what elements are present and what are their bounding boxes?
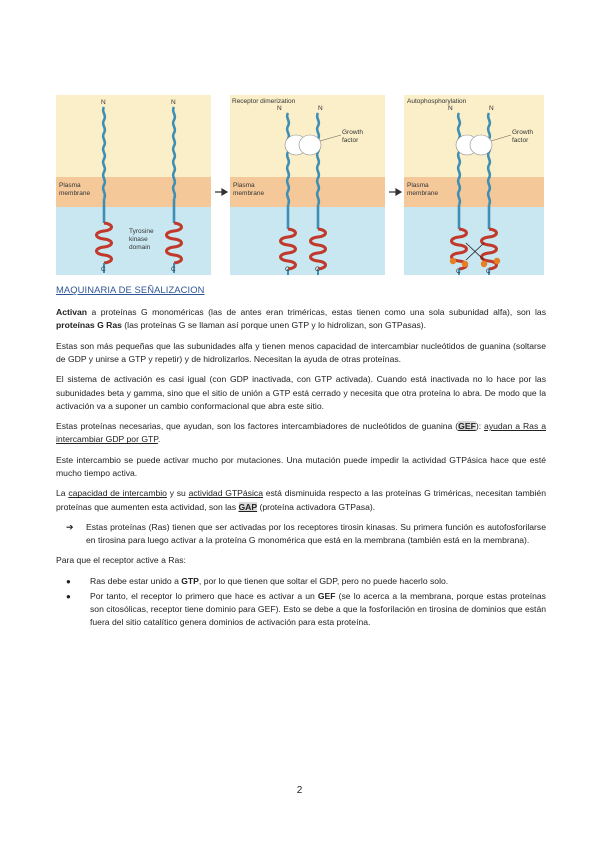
bold-term: GEF: [317, 590, 336, 601]
c-terminus-label: C: [285, 266, 290, 273]
n-terminus-label: N: [277, 105, 282, 112]
phosphate-icon: [461, 260, 469, 268]
paragraph-text: La: [56, 488, 69, 499]
panel-receptor-dimerization: Receptor dimerization N N Growth factor …: [230, 95, 385, 275]
paragraph-activan: Activan a proteínas G monoméricas (las d…: [56, 306, 546, 332]
paragraph-text: , por lo que tienen que soltar el GDP, p…: [198, 575, 449, 586]
paragraph-text: a proteínas G monoméricas (las de antes …: [87, 307, 546, 318]
paragraph-intro-list: Para que el receptor active a Ras:: [56, 555, 186, 566]
kinase-domain-label: Tyrosine: [129, 228, 154, 235]
paragraph-text: Estas proteínas necesarias, que ayudan, …: [56, 421, 459, 432]
list-item: ● Por tanto, el receptor lo primero que …: [56, 590, 546, 630]
n-terminus-label: N: [448, 105, 453, 112]
paragraph-text: (proteína activadora GTPasa).: [257, 501, 376, 512]
paragraph-text: (las proteínas G se llaman así porque un…: [121, 320, 427, 331]
c-terminus-label: C: [101, 266, 106, 273]
bold-term: GAP: [238, 501, 258, 512]
paragraph-text: .: [157, 434, 161, 445]
plasma-membrane-label: membrane: [59, 190, 90, 197]
section-heading: MAQUINARIA DE SEÑALIZACION: [56, 284, 205, 295]
paragraph-text: Ras debe estar unido a: [90, 575, 182, 586]
panel-inactive-receptors: N N Plasma membrane Tyrosine kinase doma…: [56, 95, 211, 275]
n-terminus-label: N: [101, 99, 106, 106]
phosphate-icon: [449, 257, 457, 265]
document-body: MAQUINARIA DE SEÑALIZACION Activan a pro…: [56, 283, 546, 632]
phosphate-icon: [480, 260, 488, 268]
c-terminus-label: C: [456, 268, 461, 275]
paragraph-text: ):: [475, 421, 485, 432]
bullet-list: ● Ras debe estar unido a GTP, por lo que…: [56, 575, 546, 630]
paragraph-activation-system: El sistema de activación es casi igual (…: [56, 374, 546, 411]
kinase-domain-label: kinase: [129, 236, 148, 243]
paragraph-gap: La capacidad de intercambio y su activid…: [56, 487, 546, 513]
n-terminus-label: N: [489, 105, 494, 112]
kinase-domain-label: domain: [129, 244, 151, 251]
plasma-membrane-label: Plasma: [233, 182, 255, 189]
transition-arrow-icon: [389, 187, 403, 197]
plasma-membrane-label: membrane: [407, 190, 438, 197]
underlined-text: actividad GTPásica: [188, 488, 263, 499]
panel-title: Autophosphorylation: [407, 98, 467, 105]
growth-factor-label: Growth: [342, 129, 363, 136]
bold-term: Activan: [56, 307, 88, 318]
list-item-text: Por tanto, el receptor lo primero que ha…: [90, 590, 546, 630]
phosphate-icon: [493, 257, 501, 265]
paragraph-mutation: Este intercambio se puede activar mucho …: [56, 454, 546, 478]
bold-term: proteínas G Ras: [56, 320, 122, 331]
panel-title: Receptor dimerization: [232, 98, 296, 105]
list-item-text: Estas proteínas (Ras) tienen que ser act…: [86, 521, 546, 546]
plasma-membrane-label: Plasma: [59, 182, 81, 189]
paragraph-text: está disminuida respecto a las proteínas…: [56, 488, 546, 512]
c-terminus-label: C: [315, 266, 320, 273]
c-terminus-label: C: [171, 266, 176, 273]
paragraph-text: y su: [166, 488, 189, 499]
paragraph-size: Estas son más pequeñas que las subunidad…: [56, 340, 546, 364]
bullet-icon: ●: [66, 576, 71, 586]
n-terminus-label: N: [318, 105, 323, 112]
bullet-icon: ●: [66, 591, 71, 601]
arrow-list-item: ➔ Estas proteínas (Ras) tienen que ser a…: [56, 521, 546, 547]
list-item-text: Ras debe estar unido a GTP, por lo que t…: [90, 575, 546, 588]
bold-term: GTP: [181, 575, 199, 586]
paragraph-text: (se lo acerca a la membrana, porque esta…: [90, 590, 546, 628]
list-item: ● Ras debe estar unido a GTP, por lo que…: [56, 575, 546, 588]
growth-factor-label: factor: [512, 137, 529, 144]
paragraph-text: Por tanto, el receptor lo primero que ha…: [90, 590, 318, 601]
receptor-dimerization-figure: N N Plasma membrane Tyrosine kinase doma…: [56, 95, 544, 275]
plasma-membrane-label: Plasma: [407, 182, 429, 189]
underlined-text: capacidad de intercambio: [68, 488, 167, 499]
n-terminus-label: N: [171, 99, 176, 106]
arrow-right-icon: ➔: [66, 521, 74, 532]
c-terminus-label: C: [486, 268, 491, 275]
growth-factor-label: factor: [342, 137, 359, 144]
paragraph-gef: Estas proteínas necesarias, que ayudan, …: [56, 420, 546, 446]
plasma-membrane-label: membrane: [233, 190, 264, 197]
transition-arrow-icon: [215, 187, 229, 197]
underlined-text: ayudan a Ras a intercambiar GDP por GTP: [56, 421, 546, 445]
panel-autophosphorylation: Autophosphorylation N N Growth factor Pl…: [404, 95, 544, 275]
growth-factor-label: Growth: [512, 129, 533, 136]
bold-term: GEF: [458, 421, 476, 432]
page-number: 2: [296, 785, 303, 796]
